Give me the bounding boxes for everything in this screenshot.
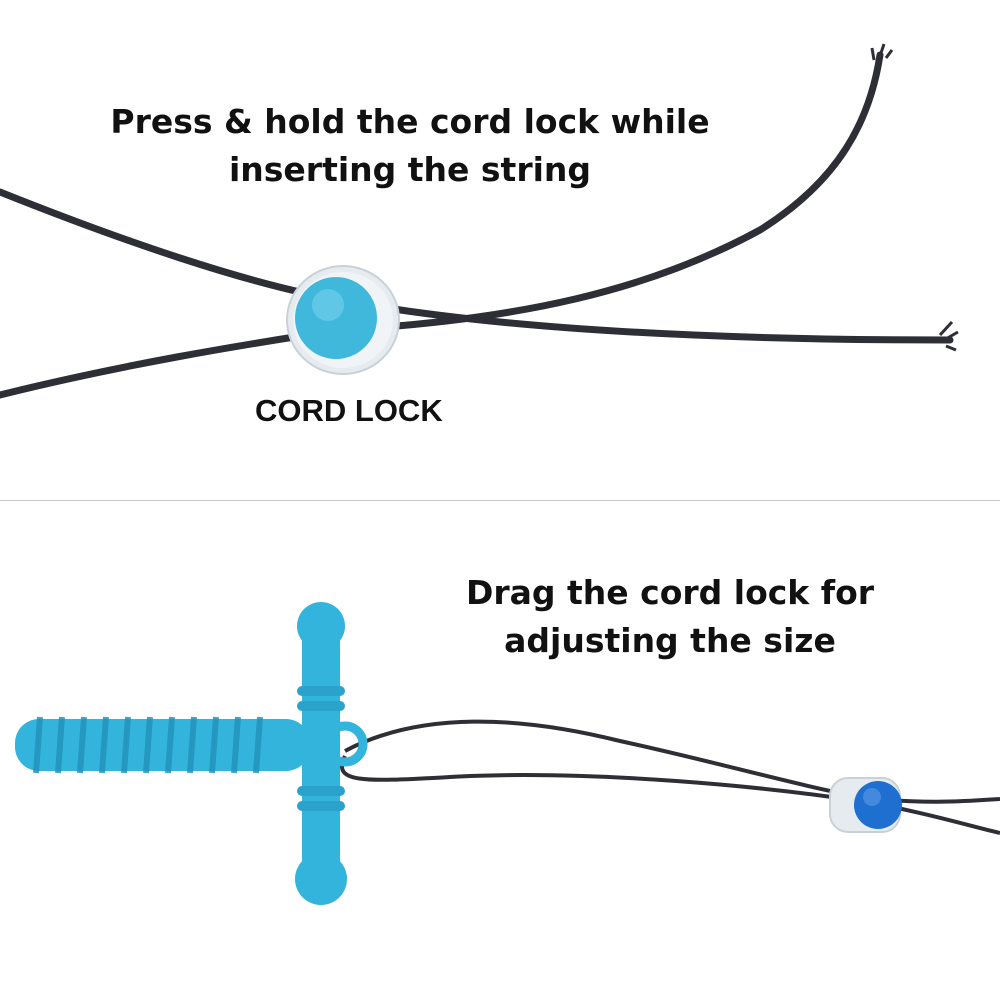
cord-end-top	[870, 43, 894, 61]
sword-teether-icon	[15, 602, 368, 905]
panel-divider	[0, 500, 1000, 501]
cord-loop-upper	[344, 719, 1000, 804]
teether-photo-bottom	[15, 602, 1000, 905]
cord-lock-icon-small	[829, 777, 902, 833]
cord-lock-label: CORD LOCK	[255, 393, 443, 428]
cord-strand-b	[0, 51, 884, 399]
top-panel: Press & hold the cord lock while inserti…	[0, 43, 959, 428]
cord-lock-icon	[286, 265, 400, 375]
insert-instruction: Press & hold the cord lock while inserti…	[110, 102, 710, 189]
cord-loop-lower	[339, 755, 1000, 835]
bottom-panel: Drag the cord lock for adjusting the siz…	[0, 501, 1000, 1000]
cord-photo-top	[0, 43, 959, 399]
adjust-instruction: Drag the cord lock for adjusting the siz…	[465, 573, 875, 660]
cord-end-right	[938, 320, 959, 352]
